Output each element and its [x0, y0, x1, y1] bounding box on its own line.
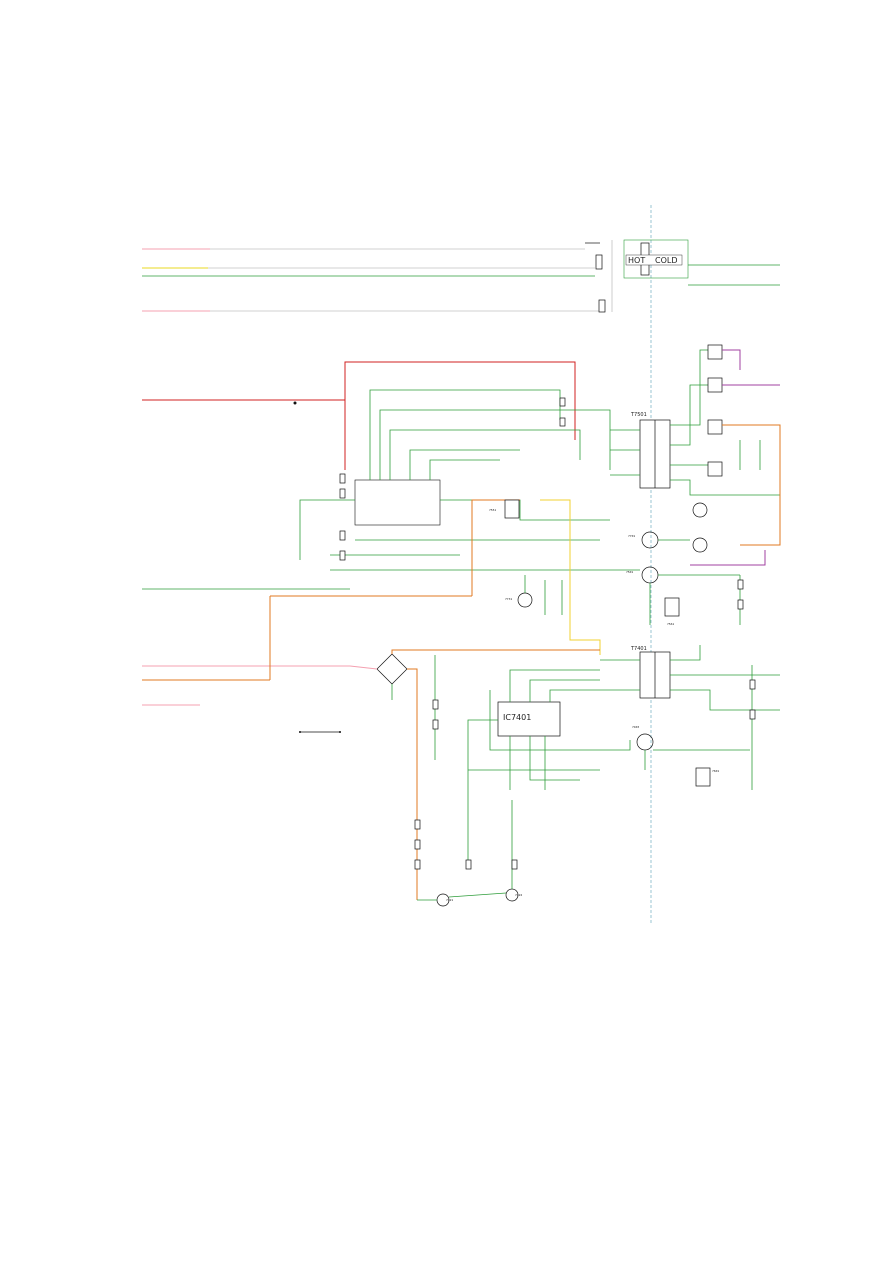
ic-lower: IC7401: [434, 655, 631, 860]
reg-upper-label: 7561: [667, 622, 674, 626]
ic-main-label: IC7401: [503, 713, 531, 722]
q-lower-1-label: 7403: [632, 725, 639, 729]
transistors-upper: 7701 7501 7561: [626, 502, 741, 626]
hv-bus: [293, 361, 576, 470]
transformer-upper: T7501: [610, 349, 780, 496]
transistor-mid: 7731: [505, 575, 563, 615]
q-lower-2-label: 7421: [446, 898, 453, 902]
bridge-rectifier: [349, 649, 600, 900]
q-upper-2-label: 7501: [626, 570, 633, 574]
reg-lower-label: 7601: [712, 769, 719, 773]
transistors-lower: 7403 7601 7421 7422: [417, 725, 750, 907]
xfmr-upper-label: T7501: [630, 412, 647, 418]
top-input-block: HOT COLD: [585, 239, 780, 313]
connector-small: [299, 731, 341, 733]
opto-upper-label: 7551: [489, 508, 496, 512]
input-wires: [142, 248, 600, 706]
cold-label: COLD: [655, 256, 678, 265]
outputs-upper: [690, 344, 781, 566]
passive-components: [339, 397, 756, 870]
q-mid-1-label: 7731: [505, 597, 512, 601]
hot-label: HOT: [628, 256, 645, 265]
q-lower-3-label: 7422: [515, 893, 522, 897]
controller-upper: 7551: [299, 389, 640, 655]
q-upper-1-label: 7701: [628, 534, 635, 538]
transformer-lower: T7401: [600, 645, 780, 790]
xfmr-lower-label: T7401: [630, 646, 647, 652]
